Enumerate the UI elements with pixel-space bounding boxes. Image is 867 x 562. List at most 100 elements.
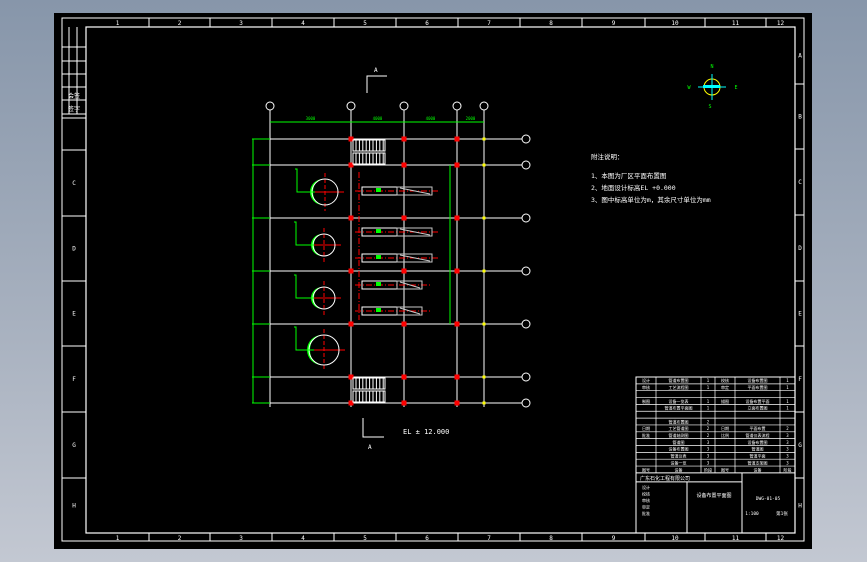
column-label: 10 [671, 535, 679, 542]
column-marker [454, 215, 460, 221]
row-label: G [798, 442, 802, 449]
column-label: 5 [363, 535, 367, 542]
title-cell: 设备布置图 [748, 377, 768, 383]
row-label: C [72, 180, 76, 187]
title-cell: 3 [786, 433, 789, 438]
column-marker [454, 268, 460, 274]
title-cell: 3 [786, 440, 789, 445]
title-cell: 管道平面 [750, 453, 766, 459]
title-cell: 2 [707, 433, 710, 438]
row-label: H [72, 503, 76, 510]
title-cell: 立面布置图 [748, 405, 768, 411]
title-cell: 1 [786, 385, 789, 390]
column-marker [482, 163, 486, 167]
grid-bubble [521, 213, 531, 223]
pump-tag [376, 229, 381, 233]
column-label: 8 [549, 535, 553, 542]
dimension-label: 4000 [373, 116, 383, 121]
column-marker [348, 136, 354, 142]
leader-line [294, 221, 314, 246]
grid-bubble [521, 134, 531, 144]
column-label: 6 [425, 20, 429, 27]
pump-detail [399, 307, 421, 315]
column-label: 4 [301, 20, 305, 27]
outer-border [61, 17, 805, 542]
title-cell: 批准 [642, 432, 650, 438]
title-cell: 2 [707, 426, 710, 431]
column-marker [482, 375, 486, 379]
column-label: 3 [239, 20, 243, 27]
section-label-bottom: A [368, 444, 372, 451]
title-cell: 管道图 [752, 446, 764, 452]
title-cell: 设备布置平面 [746, 398, 770, 404]
title-cell: 审核 [642, 384, 650, 390]
title-cell: 1 [707, 385, 710, 390]
column-label: 8 [549, 20, 553, 27]
compass-south: S [708, 104, 711, 110]
compass-east: E [734, 85, 737, 91]
signature-label: 审核 [642, 497, 650, 503]
title-cell: 审定 [721, 384, 729, 390]
column-marker [454, 136, 460, 142]
row-label: D [798, 245, 802, 252]
column-label: 9 [612, 20, 616, 27]
row-label: F [798, 376, 802, 383]
signature-label: 审定 [642, 503, 650, 509]
title-cell: 图号 [642, 466, 650, 472]
title-cell: 1 [707, 399, 710, 404]
title-cell: 管道支架图 [748, 459, 768, 465]
pump [355, 227, 440, 237]
column-label: 2 [178, 535, 182, 542]
column-marker [348, 215, 354, 221]
grid-bubble [452, 101, 462, 111]
title-cell: 1 [707, 406, 710, 411]
title-cell: 工艺管道图 [669, 425, 689, 431]
pump-detail [399, 281, 421, 289]
column-label: 2 [178, 20, 182, 27]
column-label: 7 [487, 20, 491, 27]
grid-bubble [521, 266, 531, 276]
notes-block: 附注说明： 1、本图为厂区平面布置图 2、地面设计标高EL +0.000 3、图… [591, 152, 711, 204]
column-marker [401, 374, 407, 380]
title-cell: 1 [707, 378, 710, 383]
pump [355, 253, 440, 263]
title-cell: 管道仪表流程 [746, 432, 770, 438]
stair [352, 377, 386, 403]
title-cell: 制图 [642, 398, 650, 404]
row-label: D [72, 246, 76, 253]
sheet-number: 第1张 [776, 510, 788, 517]
column-marker [348, 162, 354, 168]
title-cell: 日期 [721, 425, 729, 431]
title-cell: 阶段 [704, 466, 712, 472]
grid-bubble [265, 101, 275, 111]
row-label: A [798, 53, 802, 60]
drawing-number: DWG-01-05 [756, 496, 781, 502]
title-cell: 设备 [754, 466, 762, 472]
grid-bubble [521, 372, 531, 382]
pump-tag [376, 308, 381, 312]
pump-tag [376, 188, 381, 192]
row-label: E [72, 311, 76, 318]
column-marker [348, 400, 354, 406]
title-cell: 3 [707, 460, 710, 465]
title-cell: 设备一览表 [669, 398, 689, 404]
grid-bubble [521, 319, 531, 329]
vessel-shading [311, 287, 322, 309]
title-cell: 管道布置平面图 [665, 405, 693, 411]
pump-body [396, 186, 433, 196]
compass-icon: N S W E [687, 64, 737, 110]
note-item: 3、图中标高单位为m，其余尺寸单位为mm [591, 195, 711, 204]
title-cell: 3 [786, 454, 789, 459]
title-cell: 设备 [675, 466, 683, 472]
vessel [294, 274, 341, 315]
leader-line [294, 274, 314, 299]
column-label: 1 [116, 20, 120, 27]
title-block-border [635, 376, 796, 534]
row-label: C [798, 179, 802, 186]
note-item: 1、本图为厂区平面布置图 [591, 171, 666, 180]
title-cell: 2 [786, 426, 789, 431]
